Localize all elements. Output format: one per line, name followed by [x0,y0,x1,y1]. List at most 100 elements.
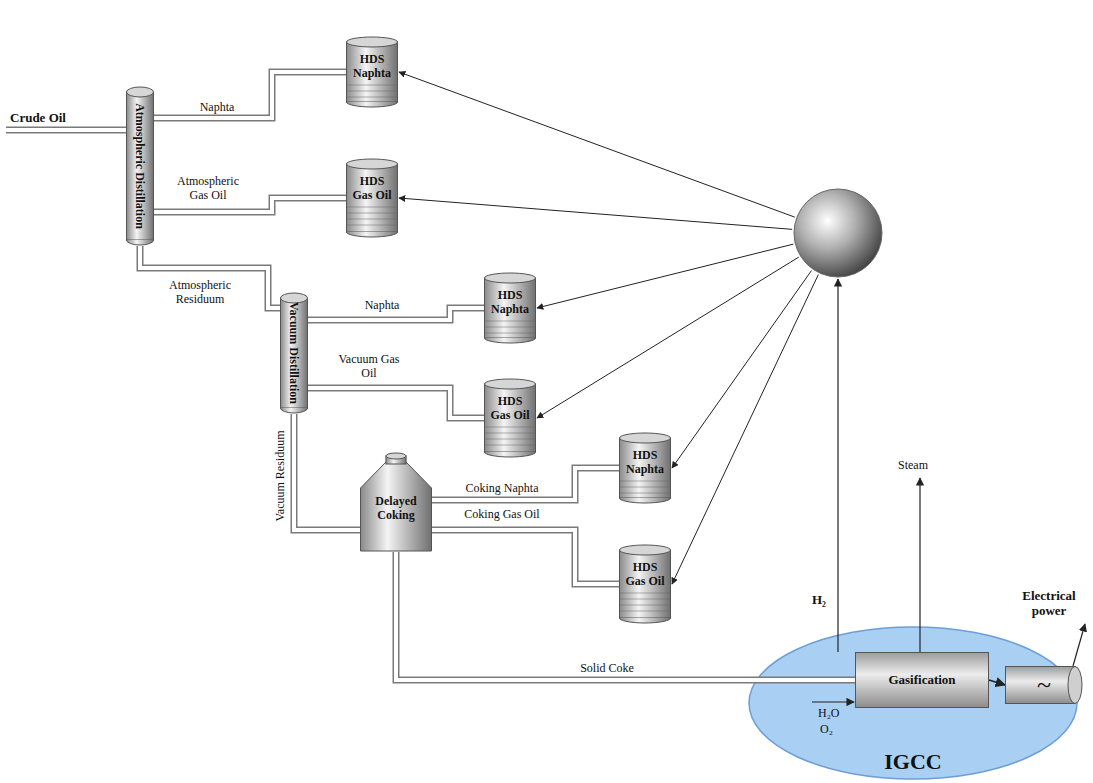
feed-label: O₂ [820,722,850,736]
vessel-top [127,87,154,97]
node-label: ~ [1005,666,1083,699]
process-pipe [308,388,484,418]
pipe-bore [140,246,280,308]
process-pipe [140,246,280,308]
vessel-base [127,240,154,245]
steam-line [919,478,920,652]
pipe-bore [308,388,484,418]
vessel-base [485,452,536,457]
crude-pipe-inner [6,128,127,132]
pipe-bore [432,468,619,500]
hds-reactor: HDS Naphta [346,36,398,108]
vessel-body [347,164,398,232]
vessel-top [620,545,671,555]
pipe-bore [294,414,360,530]
feed-line [812,701,854,702]
gasifier-body [856,653,989,708]
distillation-column: Atmospheric Distillation [126,86,154,246]
vessel-band [347,225,397,226]
feed-label: H₂O [818,706,852,720]
hds-reactor: HDS Naphta [619,432,671,504]
pipe-wall [432,468,619,500]
vessel-base [620,618,671,623]
vessel-band [620,487,670,488]
vessel-band [485,321,535,322]
stream-label: Coking Gas Oil [440,507,564,521]
stream-label: Steam [898,458,944,472]
node-label: HDS Naphta [622,448,668,476]
vessel-base [347,232,398,237]
node-label: Atmospheric Distillation [133,103,147,229]
drum-body [361,462,432,551]
stream-label: Atmospheric Gas Oil [168,174,248,202]
igcc-ellipse [749,627,1077,779]
vessel-band [485,327,535,328]
vessel-band [485,433,535,434]
stream-label: H₂ [812,592,836,607]
vessel-body [620,550,671,618]
hds-reactor: HDS Gas Oil [346,158,398,238]
pipe-bore [432,530,619,584]
stream-label: Crude Oil [10,110,100,125]
node-label: Vacuum Distillation [287,302,301,404]
node-label: HDS Naphta [349,52,395,80]
distillation-column: Vacuum Distillation [280,292,308,414]
hydrogen-supply-line [399,198,792,229]
pipe-wall [154,72,346,118]
vessel-top [485,379,536,389]
vessel-body [127,92,154,240]
vessel-band [620,493,670,494]
vessel-base [281,408,308,413]
hds-reactor: HDS Gas Oil [484,378,536,458]
vessel-body [281,298,308,408]
vessel-top [347,37,398,47]
power-line [1073,624,1085,666]
pipe-bore [154,72,346,118]
vessel-band [347,219,397,220]
drum-top [386,453,406,459]
stream-label: Naphta [340,298,424,312]
hydrogen-return-line [837,279,838,652]
vessel-base [485,338,536,343]
vessel-band [620,593,670,594]
hds-reactor: HDS Gas Oil [619,544,671,624]
hydrogen-supply-line [672,271,811,468]
pipe-wall [294,414,360,530]
gasifier-box: Gasification [855,652,989,708]
process-pipe [432,530,619,584]
vessel-band [347,207,397,208]
vessel-body [620,438,671,498]
crude-pipe [6,127,126,134]
hydrogen-supply-line [537,244,793,308]
node-label: HDS Gas Oil [487,394,533,422]
node-label: HDS Gas Oil [622,560,668,588]
node-label: Gasification [855,652,989,687]
vessel-base [347,102,398,107]
igcc-region: IGCCGasification~ [748,626,1078,780]
vessel-body [485,384,536,452]
vessel-band [347,213,397,214]
vessel-band [620,481,670,482]
stream-label: Solid Coke [560,661,654,675]
vessel-band [347,91,397,92]
process-pipe [154,72,346,118]
coking-drum: Delayed Coking [360,452,432,552]
vessel-band [620,599,670,600]
vessel-band [485,445,535,446]
vessel-band [485,427,535,428]
pipe-wall [140,246,280,308]
pipe-wall [432,530,619,584]
vessel-top [281,293,308,303]
vessel-top [620,433,671,443]
stream-label: Atmospheric Residuum [160,278,240,306]
vessel-body [485,278,536,338]
vessel-base [620,498,671,503]
node-label: HDS Naphta [487,288,533,316]
stream-label: Vacuum Gas Oil [328,352,410,380]
vessel-band [485,333,535,334]
generator-end [1068,667,1082,704]
node-label: HDS Gas Oil [349,174,395,202]
hydrogen-sphere [794,189,882,277]
node-label: Delayed Coking [363,494,429,522]
